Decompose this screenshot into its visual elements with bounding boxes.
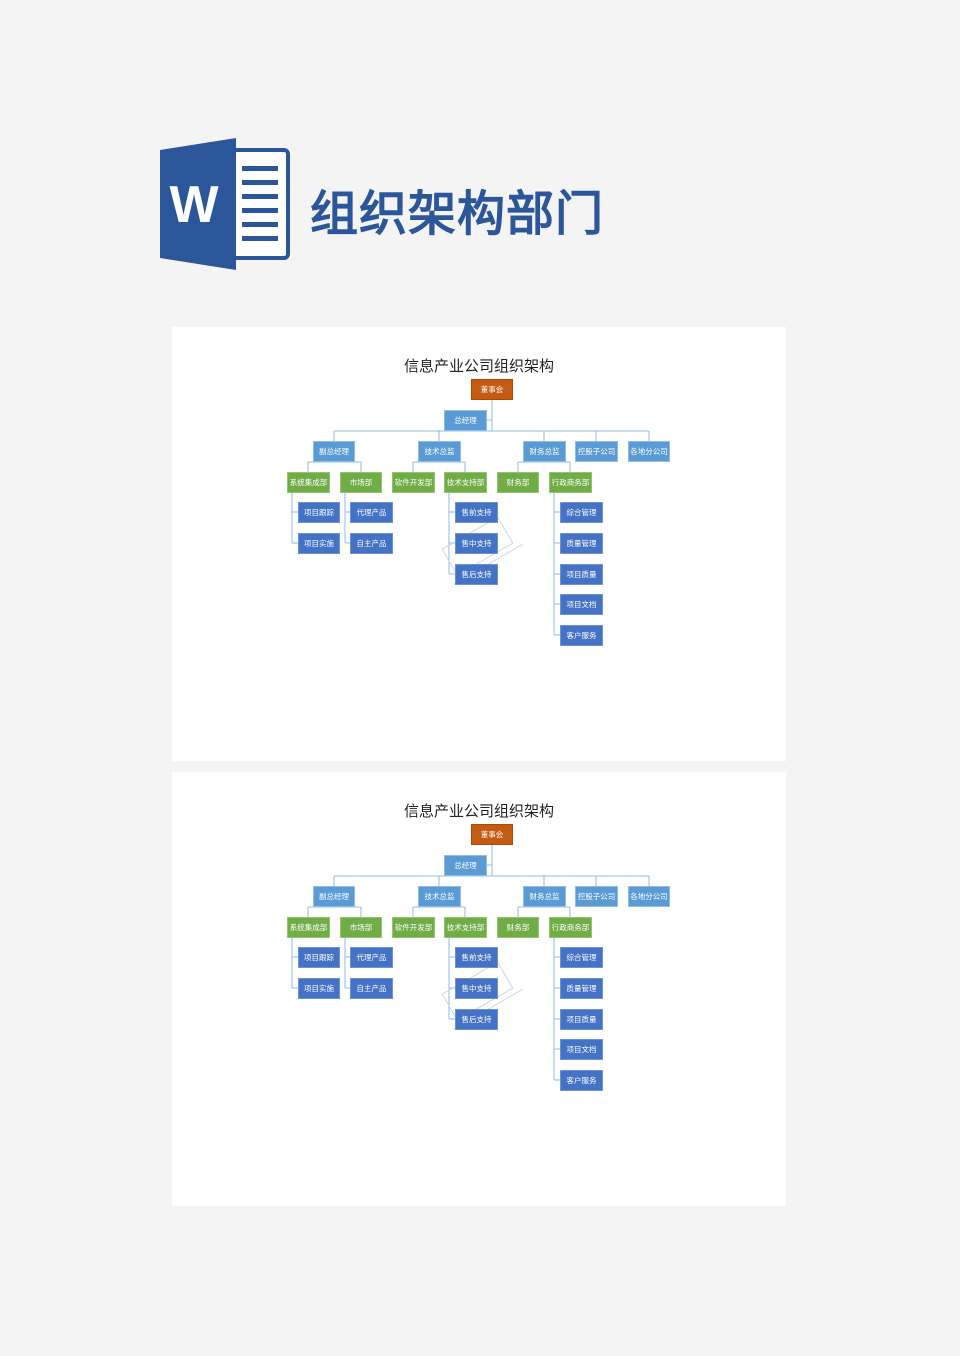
org-node-board: 董事会 [471, 379, 513, 400]
org-node-department: 技术支持部 [444, 917, 487, 938]
org-node-team: 自主产品 [350, 533, 393, 554]
org-node-level2: 副总经理 [313, 886, 355, 907]
org-node-level2: 副总经理 [313, 441, 355, 462]
org-node-team: 售前支持 [455, 947, 498, 968]
org-node-level2: 财务总监 [523, 441, 566, 462]
org-node-team: 售后支持 [455, 1009, 498, 1030]
org-node-department: 技术支持部 [444, 472, 487, 493]
document-title: 组织架构部门 [310, 186, 605, 242]
org-node-team: 项目质量 [560, 564, 603, 585]
document-page-2: 信息产业公司组织架构 董事会 总经理 副总经理 技术总监 财务总监 控股子公司 … [172, 772, 786, 1206]
org-chart-title: 信息产业公司组织架构 [403, 802, 554, 820]
org-node-department: 市场部 [340, 917, 382, 938]
org-node-level2: 控股子公司 [575, 441, 618, 462]
org-node-department: 软件开发部 [392, 917, 435, 938]
org-node-team: 项目质量 [560, 1009, 603, 1030]
org-node-team: 综合管理 [560, 947, 603, 968]
org-node-team: 代理产品 [350, 947, 393, 968]
org-node-department: 行政商务部 [549, 917, 592, 938]
org-node-general-manager: 总经理 [444, 855, 487, 876]
org-node-team: 项目文档 [560, 594, 603, 615]
org-node-team: 客户服务 [560, 1070, 603, 1091]
org-node-team: 售中支持 [455, 533, 498, 554]
org-node-team: 质量管理 [560, 533, 603, 554]
org-node-team: 项目跟踪 [298, 947, 340, 968]
org-node-level2: 技术总监 [418, 441, 461, 462]
org-node-team: 售前支持 [455, 502, 498, 523]
org-node-department: 财务部 [497, 472, 539, 493]
org-node-team: 售中支持 [455, 978, 498, 999]
org-node-level2: 各地分公司 [628, 886, 670, 907]
org-node-department: 系统集成部 [287, 917, 330, 938]
org-chart-title: 信息产业公司组织架构 [403, 357, 554, 375]
document-banner: W 组织架构部门 [160, 138, 620, 270]
org-node-team: 自主产品 [350, 978, 393, 999]
org-node-department: 市场部 [340, 472, 382, 493]
org-node-team: 客户服务 [560, 625, 603, 646]
org-node-board: 董事会 [471, 824, 513, 845]
org-node-department: 软件开发部 [392, 472, 435, 493]
org-node-team: 售后支持 [455, 564, 498, 585]
org-node-level2: 技术总监 [418, 886, 461, 907]
org-node-team: 项目实施 [298, 533, 340, 554]
document-page-1: 信息产业公司组织架构 董事会 总经理 副总经理 技术总监 财务总监 控股子公司 … [172, 327, 786, 761]
org-node-team: 项目文档 [560, 1039, 603, 1060]
org-node-general-manager: 总经理 [444, 410, 487, 431]
org-node-department: 系统集成部 [287, 472, 330, 493]
word-logo-letter: W [169, 176, 219, 234]
org-node-team: 项目实施 [298, 978, 340, 999]
org-node-level2: 各地分公司 [628, 441, 670, 462]
org-node-level2: 控股子公司 [575, 886, 618, 907]
org-node-department: 财务部 [497, 917, 539, 938]
org-node-team: 项目跟踪 [298, 502, 340, 523]
org-node-team: 质量管理 [560, 978, 603, 999]
org-node-team: 代理产品 [350, 502, 393, 523]
word-app-icon: W [160, 138, 290, 270]
org-node-level2: 财务总监 [523, 886, 566, 907]
org-node-team: 综合管理 [560, 502, 603, 523]
org-node-department: 行政商务部 [549, 472, 592, 493]
